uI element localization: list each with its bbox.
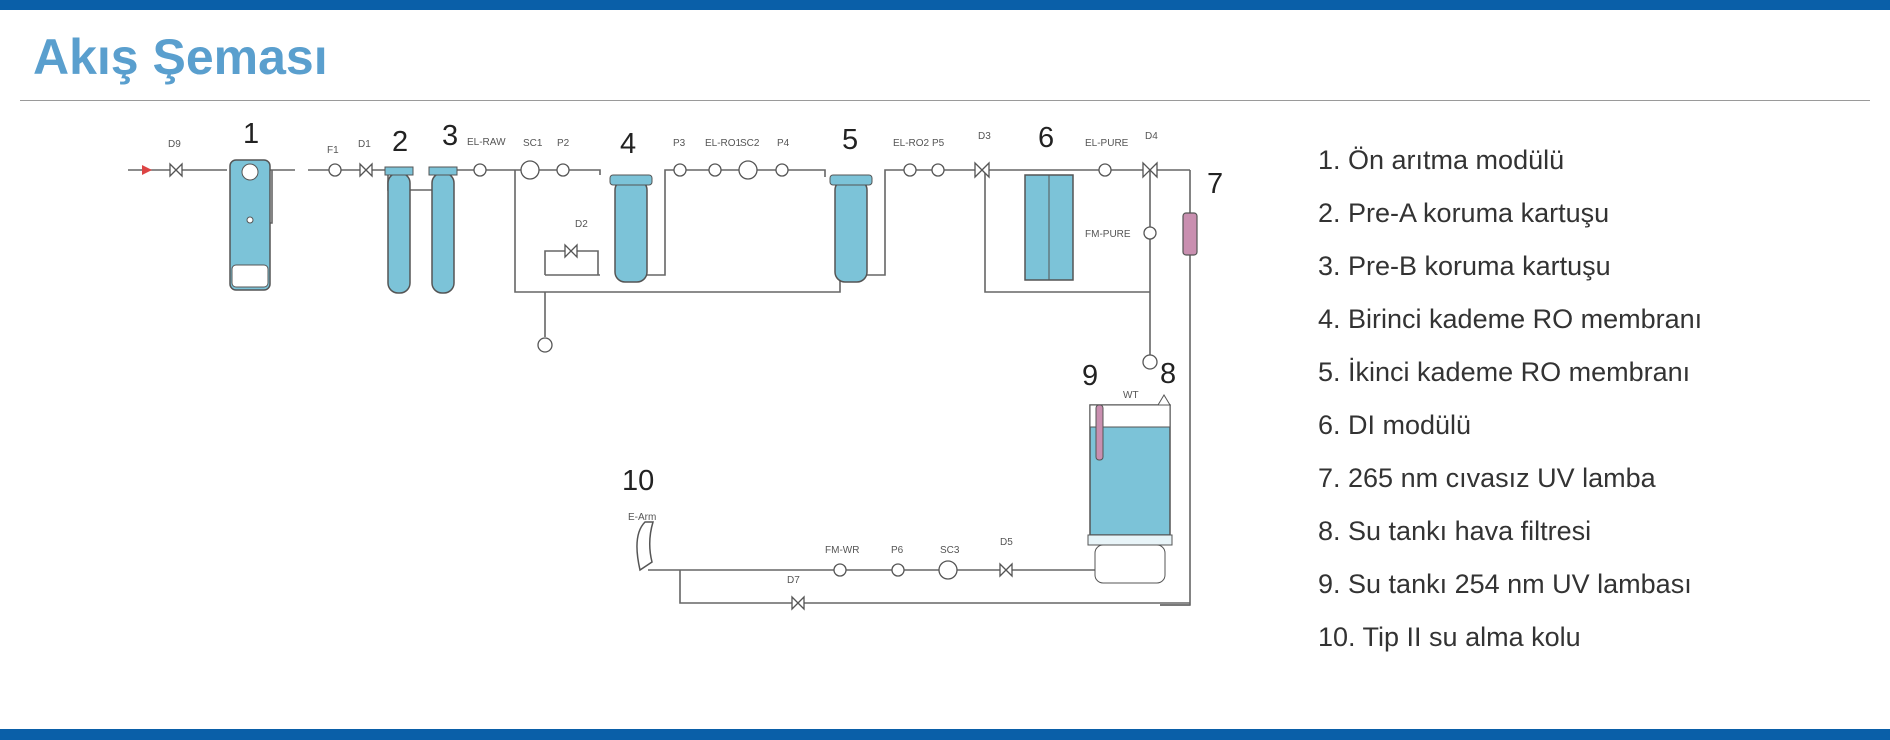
label-4: 4	[620, 128, 636, 160]
ro-membrane-1	[609, 174, 653, 283]
dispensing-arm	[636, 521, 655, 572]
meter-f1	[328, 163, 342, 177]
recirc-loop	[514, 170, 841, 293]
legend-item: 6. DI modülü	[1318, 410, 1472, 440]
tag-f1: F1	[327, 145, 339, 156]
tag-fm-pure: FM-PURE	[1085, 229, 1131, 240]
d2-bypass	[544, 250, 600, 276]
legend-item: 10. Tip II su alma kolu	[1318, 622, 1581, 652]
label-5: 5	[842, 124, 858, 156]
tag-sc2: SC2	[740, 138, 760, 149]
pipe-to-ro1	[515, 169, 601, 175]
tag-d5: D5	[1000, 537, 1013, 548]
label-1: 1	[243, 118, 259, 150]
inlet-arrow	[142, 165, 152, 175]
legend-item: 3. Pre-B koruma kartuşu	[1318, 251, 1611, 281]
pretreatment-module	[229, 159, 271, 291]
gauge-p6	[891, 563, 905, 577]
tag-fm-wr: FM-WR	[825, 545, 859, 556]
tag-d7: D7	[787, 575, 800, 586]
tag-p6: P6	[891, 545, 904, 556]
water-tank	[1087, 394, 1173, 584]
ro-membrane-2	[829, 174, 873, 283]
element-el-raw	[473, 163, 487, 177]
label-2: 2	[392, 126, 408, 158]
title-divider	[20, 100, 1870, 101]
drain-cup-1	[537, 337, 553, 353]
drain-cup-2	[1142, 354, 1158, 370]
legend-item: 4. Birinci kademe RO membranı	[1318, 304, 1703, 334]
tag-p2: P2	[557, 138, 570, 149]
component-legend: 1. Ön arıtma modülü 2. Pre-A koruma kart…	[1318, 144, 1702, 674]
top-bar	[0, 0, 1890, 10]
gauge-p4	[775, 163, 789, 177]
legend-item: 8. Su tankı hava filtresi	[1318, 516, 1592, 546]
tag-sc1: SC1	[523, 138, 543, 149]
legend-item: 5. İkinci kademe RO membranı	[1318, 357, 1691, 387]
tag-d3: D3	[978, 131, 991, 142]
tag-d9: D9	[168, 139, 181, 150]
flow-diagram: 1 2 3 4 5 6 7 8 9 10 D9 F1 D1 EL-RAW SC1…	[128, 118, 1223, 611]
label-9: 9	[1082, 360, 1098, 392]
valve-d4	[1142, 161, 1158, 179]
pre-b-cartridge	[428, 166, 458, 294]
label-7: 7	[1207, 168, 1223, 200]
gauge-p2	[556, 163, 570, 177]
valve-d9	[169, 162, 183, 178]
ro2-out	[860, 169, 1190, 276]
element-el-ro2	[903, 163, 917, 177]
tag-el-pure: EL-PURE	[1085, 138, 1129, 149]
legend-item: 1. Ön arıtma modülü	[1318, 145, 1565, 175]
legend-item: 9. Su tankı 254 nm UV lambası	[1318, 569, 1692, 599]
pre-a-cartridge	[384, 166, 414, 294]
valve-d3	[974, 161, 990, 179]
label-6: 6	[1038, 122, 1054, 154]
tag-p5: P5	[932, 138, 945, 149]
tag-el-ro1: EL-RO1	[705, 138, 742, 149]
valve-d7	[791, 595, 805, 611]
meter-fm-pure	[1143, 226, 1157, 240]
bottom-loop	[679, 569, 1190, 606]
label-3: 3	[442, 120, 458, 152]
valve-d2	[564, 243, 578, 259]
tag-d4: D4	[1145, 131, 1158, 142]
page-title: Akış Şeması	[33, 29, 328, 85]
tag-el-raw: EL-RAW	[467, 137, 506, 148]
gauge-p3	[673, 163, 687, 177]
pump-sc3	[938, 560, 958, 580]
tag-el-ro2: EL-RO2	[893, 138, 930, 149]
tag-sc3: SC3	[940, 545, 960, 556]
valve-d1	[359, 162, 373, 178]
element-el-pure	[1098, 163, 1112, 177]
tag-p3: P3	[673, 138, 686, 149]
tag-e-arm: E-Arm	[628, 512, 656, 523]
pump-sc2	[738, 160, 758, 180]
label-10: 10	[622, 465, 654, 497]
di-bypass	[984, 170, 1150, 293]
label-8: 8	[1160, 358, 1176, 390]
valve-d5	[999, 562, 1013, 578]
tag-d2: D2	[575, 219, 588, 230]
tag-wt: WT	[1123, 390, 1139, 401]
meter-fm-wr	[833, 563, 847, 577]
legend-item: 2. Pre-A koruma kartuşu	[1318, 198, 1610, 228]
di-module	[1024, 174, 1074, 281]
element-el-ro1	[708, 163, 722, 177]
uv-lamp-265	[1182, 212, 1198, 256]
tag-d1: D1	[358, 139, 371, 150]
bottom-bar	[0, 729, 1890, 740]
tag-p4: P4	[777, 138, 790, 149]
gauge-p5	[931, 163, 945, 177]
pump-sc1	[520, 160, 540, 180]
legend-item: 7. 265 nm cıvasız UV lamba	[1318, 463, 1656, 493]
